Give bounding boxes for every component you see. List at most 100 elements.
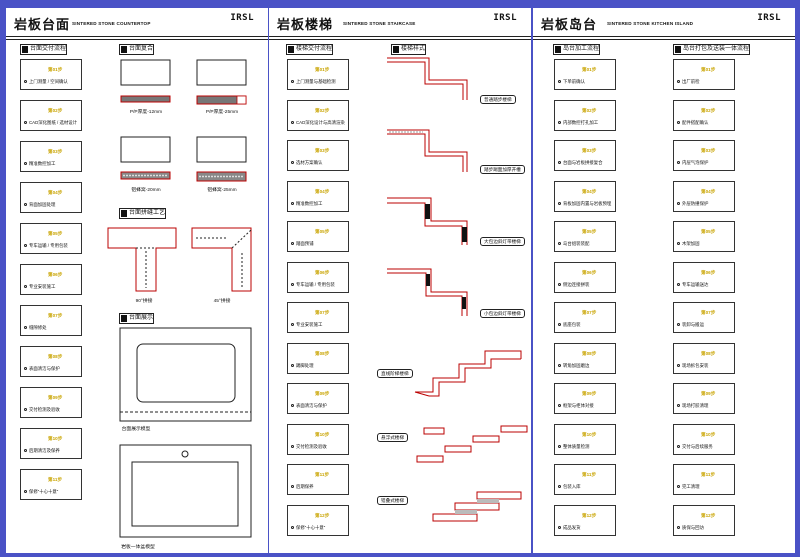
- flow-step-text: 专车运输 / 专用包装: [29, 243, 68, 248]
- flow-step-box: 第02步配件搭配确认: [673, 99, 735, 131]
- bullet-icon: [677, 161, 680, 165]
- bullet-icon: [677, 404, 680, 408]
- flow-step-label: 表面清洁与保护: [24, 366, 60, 372]
- flow-step-text: 精准数控加工: [296, 200, 323, 206]
- flow-step-box: 第03步台面与岩板拼接复合: [554, 140, 616, 171]
- flow-step-box: 第08步踢脚处理: [287, 342, 349, 374]
- flow-step-label: 现场拆包安装: [677, 363, 708, 369]
- bullet-icon: [677, 363, 680, 367]
- flow-step-label: 内层气泡保护: [677, 160, 708, 166]
- section-header-label: 台面复合: [129, 46, 154, 52]
- flow-step-label: 上门测量 / 空间确认: [24, 79, 68, 85]
- flow-step-box: 第05步专车运输 / 专用包装: [20, 223, 82, 254]
- flow-step-label: 专车运输 / 专用包装: [24, 243, 68, 249]
- flow-step-number: 第09步: [701, 391, 716, 396]
- flow-step-text: 出厂前检: [682, 79, 700, 84]
- flow-step-label: 专业安装施工: [291, 322, 322, 328]
- bullet-icon: [24, 203, 27, 207]
- flow-step-text: 内层气泡保护: [682, 160, 709, 165]
- flow-step-text: 后期清洁及保养: [29, 448, 60, 453]
- flow-step-number: 第04步: [701, 188, 716, 194]
- flow-step-text: 交付与后续服务: [682, 443, 713, 449]
- flow-step-box: 第11步后期保养: [287, 464, 349, 495]
- bullet-icon: [677, 323, 680, 327]
- flow-step-text: 保修“十心十意”: [29, 489, 59, 494]
- stair-style-label: 悬浮式楼梯: [377, 433, 408, 442]
- flow-step-label: 质保与回访: [677, 525, 704, 531]
- bullet-icon: [558, 120, 561, 124]
- bullet-icon: [291, 363, 294, 367]
- flow-step-box: 第04步背面加固处理: [20, 182, 82, 213]
- flow-step-label: 装卸与搬运: [677, 322, 704, 328]
- flow-step-box: 第05步岛台组装装配: [554, 221, 616, 252]
- flow-step-number: 第05步: [701, 229, 716, 234]
- flow-step-label: 岛台组装装配: [558, 241, 589, 247]
- flow-step-label: 后期清洁及保养: [24, 448, 60, 454]
- flow-step-text: 底座包装: [563, 322, 581, 327]
- stair-style-diagrams: [387, 57, 528, 522]
- page-staircase: 岩板楼梯 SINTERED STONE STAIRCASE IRSL 楼梯交付流…: [269, 8, 531, 553]
- flow-step-number: 第05步: [48, 231, 63, 236]
- bullet-icon: [24, 244, 27, 248]
- section-header-display: 台面展示: [119, 313, 155, 324]
- brand-logo: IRSL: [230, 13, 254, 23]
- flow-step-number: 第01步: [48, 67, 63, 72]
- divider: [269, 36, 531, 37]
- flow-step-label: 交付检测及验收: [24, 407, 60, 413]
- stair-style-label: 大包边斜灯带楼梯: [480, 237, 525, 246]
- stair-style-label: 普通踏步楼梯: [480, 95, 516, 104]
- bullet-icon: [291, 201, 294, 205]
- flow-step-label: 踏面预铺: [291, 241, 314, 247]
- flow-step-box: 第08步转角加固磨边: [554, 342, 616, 374]
- flow-step-box: 第09步交付检测及验收: [20, 387, 82, 418]
- flow-step-number: 第03步: [48, 149, 63, 154]
- display-caption: 岩板一体盆模型: [121, 545, 155, 550]
- flow-step-box: 第10步后期清洁及保养: [20, 428, 82, 459]
- flow-step-number: 第06步: [582, 269, 597, 275]
- bullet-icon: [291, 485, 294, 489]
- flow-step-box: 第11步保修“十心十意”: [20, 469, 82, 500]
- flow-step-text: 转角加固磨边: [563, 362, 590, 368]
- bullet-icon: [24, 121, 27, 125]
- flow-step-text: 上门测量与基础检测: [296, 79, 336, 84]
- bullet-icon: [558, 201, 561, 205]
- joint-caption: 90°拼接: [135, 299, 153, 304]
- flow-step-box: 第12步保修“十心十意”: [287, 504, 349, 536]
- bullet-icon: [291, 80, 294, 84]
- flow-step-label: 选材方案确认: [291, 160, 322, 166]
- section-header-label: 楼梯样式: [401, 46, 426, 52]
- flow-step-number: 第03步: [582, 148, 597, 153]
- flow-step-label: 底座包装: [558, 322, 581, 328]
- flow-step-label: 下单前确认: [558, 79, 585, 85]
- flow-step-label: 完工清理: [677, 484, 700, 490]
- flow-step-label: 背面加固处理: [24, 202, 55, 208]
- flow-step-box: 第09步现场打胶清理: [673, 383, 735, 414]
- flow-step-box: 第04步精准数控加工: [287, 180, 349, 212]
- flow-step-text: 踢脚处理: [296, 362, 314, 368]
- flow-step-number: 第11步: [315, 472, 330, 477]
- flow-step-label: 背板加固内置与岩板预埋: [558, 201, 611, 207]
- flow-step-box: 第11步完工清理: [673, 464, 735, 495]
- section-header-label: 台面拼缝工艺: [129, 210, 166, 216]
- flow-step-label: 专车运输 / 专用包装: [291, 282, 335, 288]
- flow-step-number: 第08步: [48, 354, 63, 359]
- page-title: 岩板台面: [14, 17, 71, 32]
- laminate-caption: P/P厚度-12mm: [129, 110, 163, 115]
- section-header-flow: 台面交付流程: [20, 44, 68, 55]
- flow-step-text: 现场拆包安装: [682, 362, 709, 368]
- flow-step-number: 第10步: [701, 431, 716, 437]
- flow-step-number: 第11步: [701, 472, 716, 477]
- flow-step-box: 第12步质保与回访: [673, 504, 735, 536]
- flow-step-text: 背板加固内置与岩板预埋: [563, 200, 612, 206]
- bullet-icon: [24, 367, 27, 371]
- bullet-icon: [558, 485, 561, 489]
- flow-step-text: 专车运输送达: [682, 281, 709, 287]
- flow-step-text: 侧边连接拼装: [563, 281, 590, 287]
- flow-step-number: 第02步: [582, 107, 597, 113]
- flow-step-box: 第06步专车运输 / 专用包装: [287, 261, 349, 293]
- bullet-icon: [291, 323, 294, 327]
- flow-step-box: 第12步成品发货: [554, 504, 616, 536]
- flow-step-text: 表面清洁与保护: [296, 403, 327, 408]
- flow-step-box: 第10步整体质量检测: [554, 423, 616, 455]
